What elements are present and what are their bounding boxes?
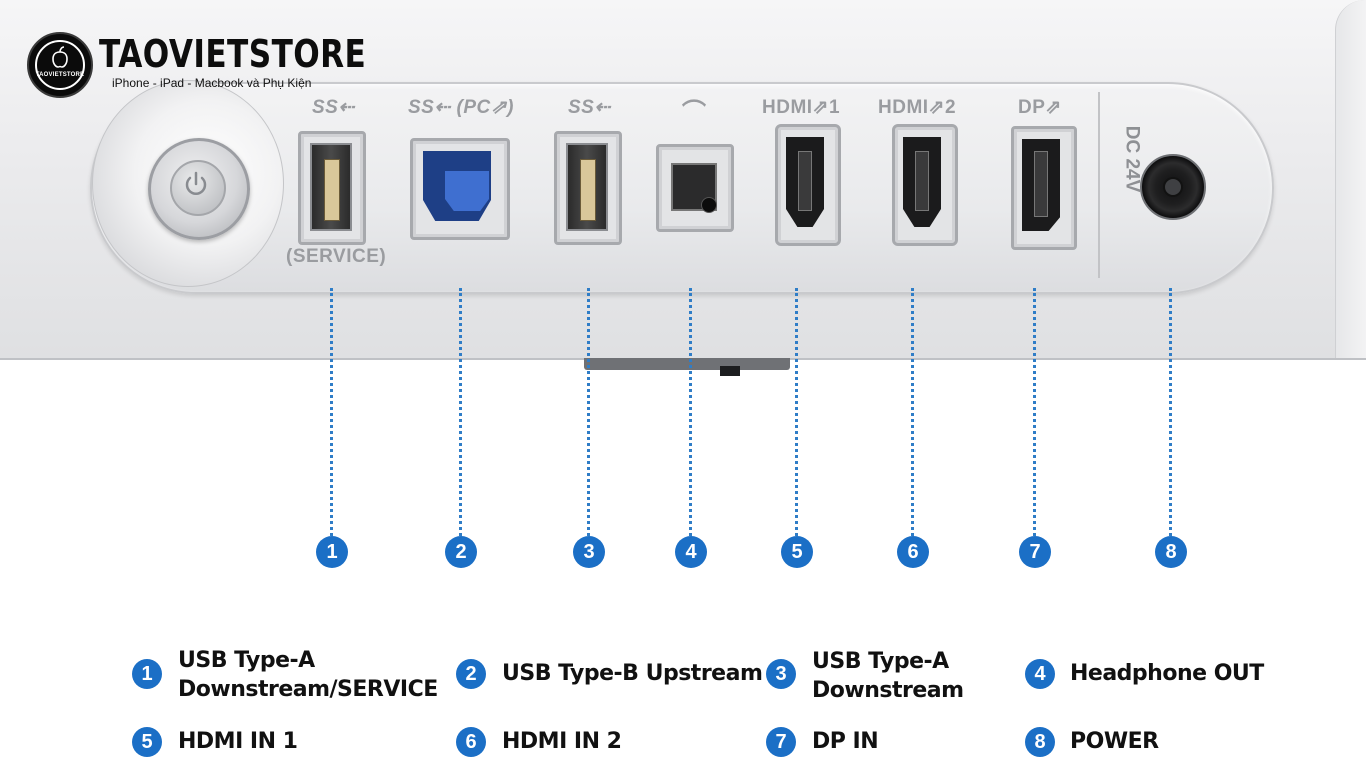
legend-1-badge: 1: [132, 659, 162, 689]
legend-7-label: DP IN: [812, 729, 879, 754]
dc-power-jack: [1140, 154, 1206, 220]
usb-slot: [566, 143, 608, 231]
usb-a-service-port: [298, 131, 366, 245]
panel-divider: [1098, 92, 1100, 278]
legend-1-label: USB Type-A Downstream/SERVICE: [178, 648, 438, 702]
badge-6: 6: [897, 536, 929, 568]
legend-8-label: POWER: [1070, 729, 1159, 754]
apple-icon: [52, 46, 68, 68]
usb-tongue: [324, 159, 340, 221]
badge-7: 7: [1019, 536, 1051, 568]
port-7-label: DP⇗: [1018, 97, 1062, 118]
jack-hole: [671, 163, 717, 213]
legend-3-label: USB Type-A Downstream: [812, 649, 964, 703]
connector-2: [459, 288, 462, 536]
jack-dot: [701, 197, 717, 213]
power-icon: [185, 171, 207, 195]
connector-7: [1033, 288, 1036, 536]
usb-a-downstream-port: [554, 131, 622, 245]
store-logo: TAOVIETSTORE: [27, 32, 93, 98]
dc-pin: [1163, 177, 1183, 197]
badge-5: 5: [781, 536, 813, 568]
legend-2-label: USB Type-B Upstream: [502, 661, 763, 686]
usb-b-core: [445, 171, 489, 211]
legend-2-badge: 2: [456, 659, 486, 689]
connector-6: [911, 288, 914, 536]
badge-1: 1: [316, 536, 348, 568]
logo-badge-text: TAOVIETSTORE: [35, 72, 85, 78]
connector-1: [330, 288, 333, 536]
power-button-cap[interactable]: [170, 160, 226, 216]
legend-7-badge: 7: [766, 727, 796, 757]
port-5-label: HDMI⇗1: [762, 97, 841, 118]
hdmi-contacts: [915, 151, 929, 211]
port-2-label: SS⇠ (PC⇗): [408, 97, 515, 118]
usb-b-upstream-port: [410, 138, 510, 240]
dp-contacts: [1034, 151, 1048, 217]
store-name: TAOVIETSTORE: [99, 32, 367, 76]
stand-tab: [720, 366, 740, 376]
legend-3-badge: 3: [766, 659, 796, 689]
connector-5: [795, 288, 798, 536]
displayport-port: [1011, 126, 1077, 250]
stand-base: [584, 358, 790, 370]
hdmi-1-port: [775, 124, 841, 246]
store-tagline: iPhone - iPad - Macbook và Phụ Kiện: [112, 76, 312, 90]
headphone-jack: [656, 144, 734, 232]
badge-4: 4: [675, 536, 707, 568]
connector-4: [689, 288, 692, 536]
port-1-label: SS⇠: [312, 97, 355, 118]
legend-5-badge: 5: [132, 727, 162, 757]
usb-b-body: [423, 151, 491, 221]
hdmi-2-port: [892, 124, 958, 246]
port-3-label: SS⇠: [568, 97, 611, 118]
legend-4-label: Headphone OUT: [1070, 661, 1264, 686]
badge-2: 2: [445, 536, 477, 568]
logo-ring: [35, 40, 85, 90]
connector-3: [587, 288, 590, 536]
legend-6-badge: 6: [456, 727, 486, 757]
legend-8-badge: 8: [1025, 727, 1055, 757]
monitor-edge: [1335, 0, 1366, 358]
usb-tongue: [580, 159, 596, 221]
connector-8: [1169, 288, 1172, 536]
legend-5-label: HDMI IN 1: [178, 729, 298, 754]
port-6-label: HDMI⇗2: [878, 97, 957, 118]
hdmi-contacts: [798, 151, 812, 211]
headphone-icon: ⌒: [682, 99, 707, 126]
port-1-service-label: (SERVICE): [286, 246, 387, 267]
port-8-label: DC 24V: [1121, 125, 1143, 193]
badge-3: 3: [573, 536, 605, 568]
legend-4-badge: 4: [1025, 659, 1055, 689]
badge-8: 8: [1155, 536, 1187, 568]
legend-6-label: HDMI IN 2: [502, 729, 622, 754]
usb-slot: [310, 143, 352, 231]
